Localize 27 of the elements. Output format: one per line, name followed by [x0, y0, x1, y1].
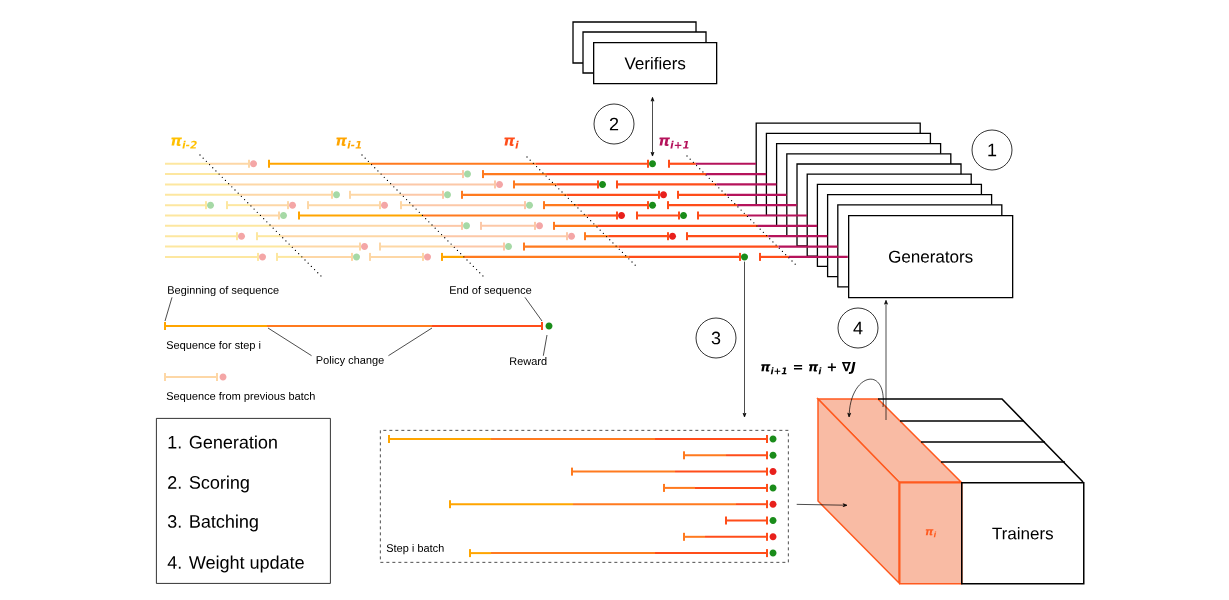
caption-text: Sequence from previous batch	[166, 391, 315, 403]
trainer-block: Trainers	[961, 482, 1085, 585]
leader-line	[542, 334, 548, 357]
node-label: π$_{i}$	[925, 529, 937, 538]
policy-label: π$_{i+1}$	[659, 137, 689, 149]
arrow	[847, 379, 884, 418]
arrow	[796, 503, 848, 507]
batch-box: Step i batch	[380, 430, 789, 563]
policy-label: π$_{i}$	[504, 137, 519, 149]
steps-box: 1. Generation 2. Scoring 3. Batching 4. Weight update	[156, 418, 331, 584]
leader-line	[164, 296, 173, 322]
policy-label: π$_{i-1}$	[336, 137, 362, 149]
leader-line	[524, 296, 543, 322]
caption-text: Sequence for step i	[166, 340, 261, 352]
arrow	[650, 96, 655, 157]
arrow	[884, 299, 888, 421]
leader-line	[388, 327, 433, 357]
annotation-text: End of sequence	[450, 285, 532, 297]
verifier-stack: Verifiers	[572, 21, 718, 85]
node-label: Generators	[889, 250, 973, 263]
policy-label: π$_{i-2}$	[171, 137, 197, 149]
annotation-text: Policy change	[316, 355, 384, 367]
annotation-text: Beginning of sequence	[168, 285, 279, 297]
arrow	[742, 261, 747, 418]
annotation-text: Reward	[510, 356, 547, 366]
leader-line	[267, 327, 312, 357]
update-formula: π$_{i+1}$ = π$_{i}$ + ∇J	[761, 361, 856, 375]
